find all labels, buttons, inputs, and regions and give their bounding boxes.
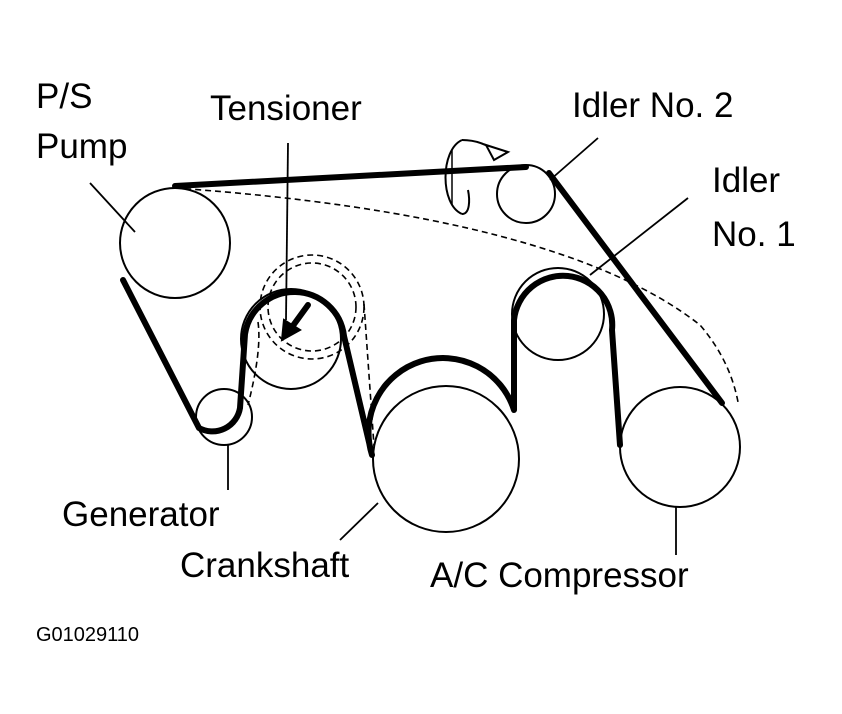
idler-no-2-label: Idler No. 2: [572, 86, 733, 125]
tensioner-pulley: [240, 288, 342, 390]
crankshaft-pulley: [372, 385, 520, 533]
idler-no-1-label-line1: Idler: [712, 161, 780, 200]
idler-no-2-leader: [549, 137, 599, 181]
ps-pump-pulley: [119, 187, 231, 299]
belt-removed-segment-left: [247, 321, 260, 406]
tensioner-label: Tensioner: [210, 89, 362, 128]
drive-belt: [120, 164, 725, 458]
tensioner-direction-arrow-icon: [280, 302, 311, 342]
idler-no-1-label-line2: No. 1: [712, 215, 796, 254]
rotation-arrow-icon: [444, 139, 511, 215]
ac-compressor-label: A/C Compressor: [430, 556, 689, 595]
idler-no-1-leader: [589, 197, 689, 276]
crankshaft-leader: [339, 502, 379, 541]
ps-pump-label-line2: Pump: [36, 127, 127, 166]
tensioner-alt-position-inner-outline: [267, 262, 357, 352]
belt-removed-path: [174, 187, 739, 403]
crankshaft-label: Crankshaft: [180, 546, 350, 585]
ps-pump-leader: [89, 182, 136, 233]
tensioner-leader: [285, 142, 289, 321]
generator-label: Generator: [62, 495, 220, 534]
belt-removed-segment-right: [363, 303, 375, 447]
ps-pump-label-line1: P/S: [36, 77, 92, 116]
figure-code-label: G01029110: [36, 624, 139, 646]
